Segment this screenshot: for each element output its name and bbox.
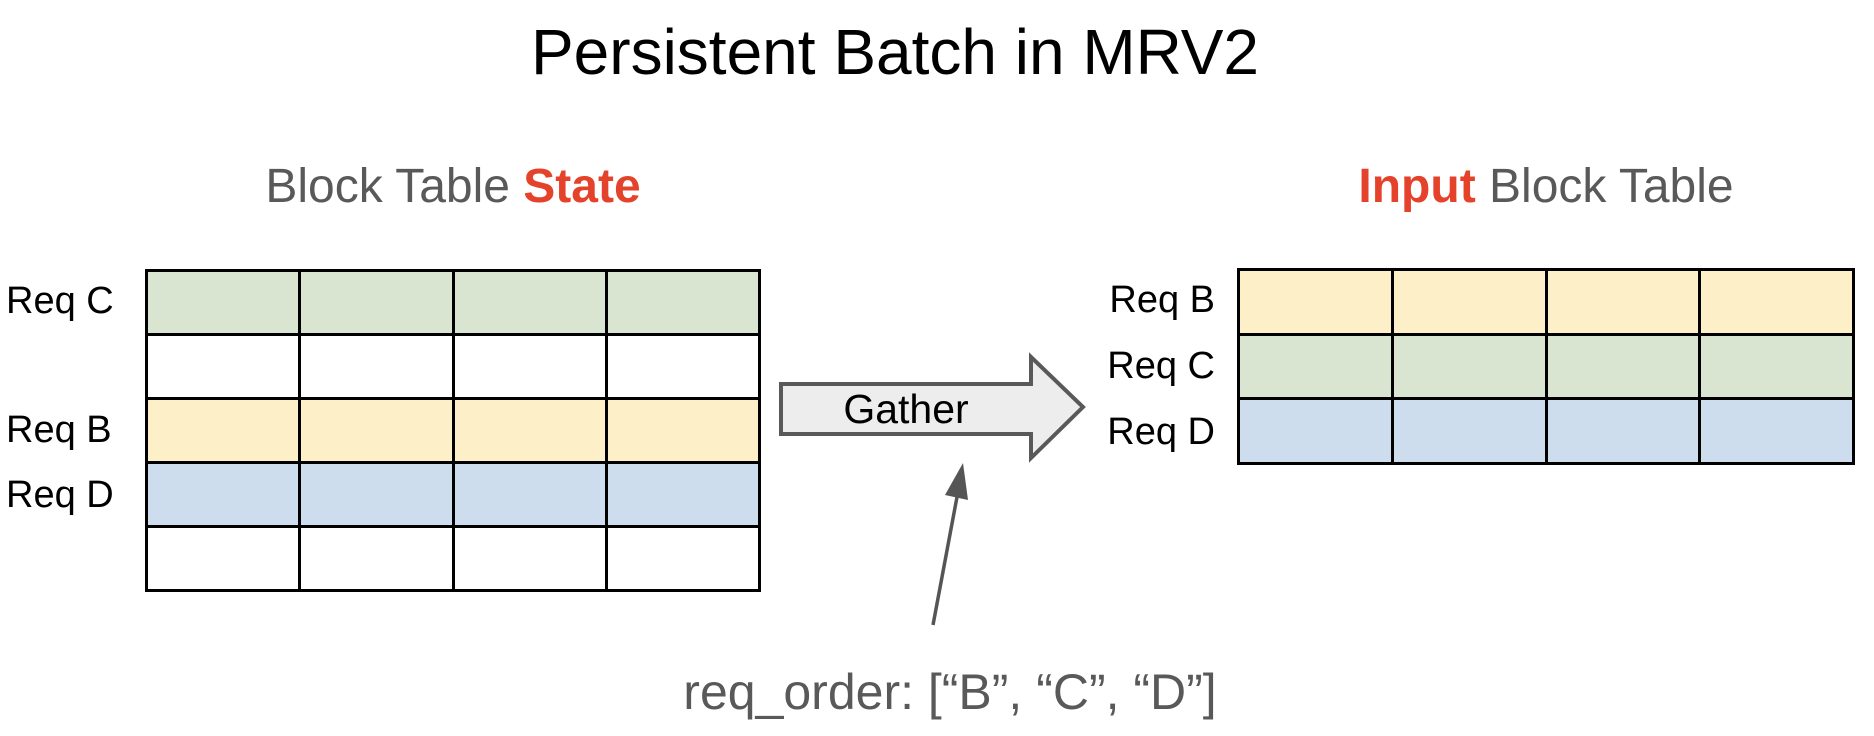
- table-cell: [1701, 271, 1852, 333]
- table-cell: [301, 400, 452, 461]
- table-cell: [454, 272, 605, 333]
- row-label: [2, 334, 132, 399]
- table-cell: [301, 272, 452, 333]
- row-label: Req C: [6, 279, 114, 322]
- left-table-title: Block Table State: [145, 158, 761, 216]
- table-cell: [454, 528, 605, 589]
- table-cell: [301, 336, 452, 397]
- table-cell: [607, 400, 758, 461]
- table-cell: [1240, 400, 1391, 462]
- table-cell: [148, 272, 299, 333]
- right-table-title-plain: Block Table: [1475, 160, 1734, 213]
- annotation-arrow-head: [945, 463, 968, 500]
- table-cell: [148, 336, 299, 397]
- table-cell: [1240, 335, 1391, 398]
- table-cell: [148, 400, 299, 461]
- row-label: Req B: [6, 408, 112, 451]
- table-cell: [1240, 271, 1391, 333]
- row-label: [2, 527, 132, 592]
- table-cell: [301, 528, 452, 589]
- req-order-annotation: req_order: [“B”, “C”, “D”]: [683, 664, 1217, 720]
- table-cell: [607, 272, 758, 333]
- table-cell: [301, 464, 452, 525]
- table-cell: [148, 528, 299, 589]
- left-block-table: [145, 269, 761, 592]
- table-cell: [1547, 271, 1699, 333]
- gather-arrow-shape: [779, 352, 1086, 463]
- table-cell: [1547, 335, 1699, 398]
- right-block-table: [1237, 268, 1855, 465]
- row-label: Req D: [1107, 410, 1215, 453]
- right-table-title-accent: Input: [1358, 160, 1476, 213]
- annotation-arrow-line: [931, 496, 959, 626]
- row-label: Req D: [6, 473, 114, 516]
- table-cell: [1393, 335, 1545, 398]
- page-title: Persistent Batch in MRV2: [530, 16, 1260, 88]
- table-cell: [1701, 400, 1852, 462]
- table-cell: [454, 464, 605, 525]
- table-cell: [1393, 400, 1545, 462]
- table-cell: [1701, 335, 1852, 398]
- table-cell: [1393, 271, 1545, 333]
- left-table-title-accent: State: [523, 160, 641, 213]
- gather-arrow-label: Gather: [843, 386, 968, 432]
- table-cell: [607, 528, 758, 589]
- right-table-row-labels: Req B Req C Req D: [1075, 268, 1215, 465]
- table-cell: [454, 336, 605, 397]
- left-table-row-labels: Req C Req B Req D: [2, 269, 132, 592]
- row-label: Req B: [1109, 279, 1215, 322]
- table-cell: [607, 336, 758, 397]
- left-table-title-plain: Block Table: [265, 160, 524, 213]
- row-label: Req C: [1107, 345, 1215, 387]
- table-cell: [1547, 400, 1699, 462]
- table-cell: [607, 464, 758, 525]
- right-table-title: Input Block Table: [1237, 158, 1855, 216]
- table-cell: [454, 400, 605, 461]
- table-cell: [148, 464, 299, 525]
